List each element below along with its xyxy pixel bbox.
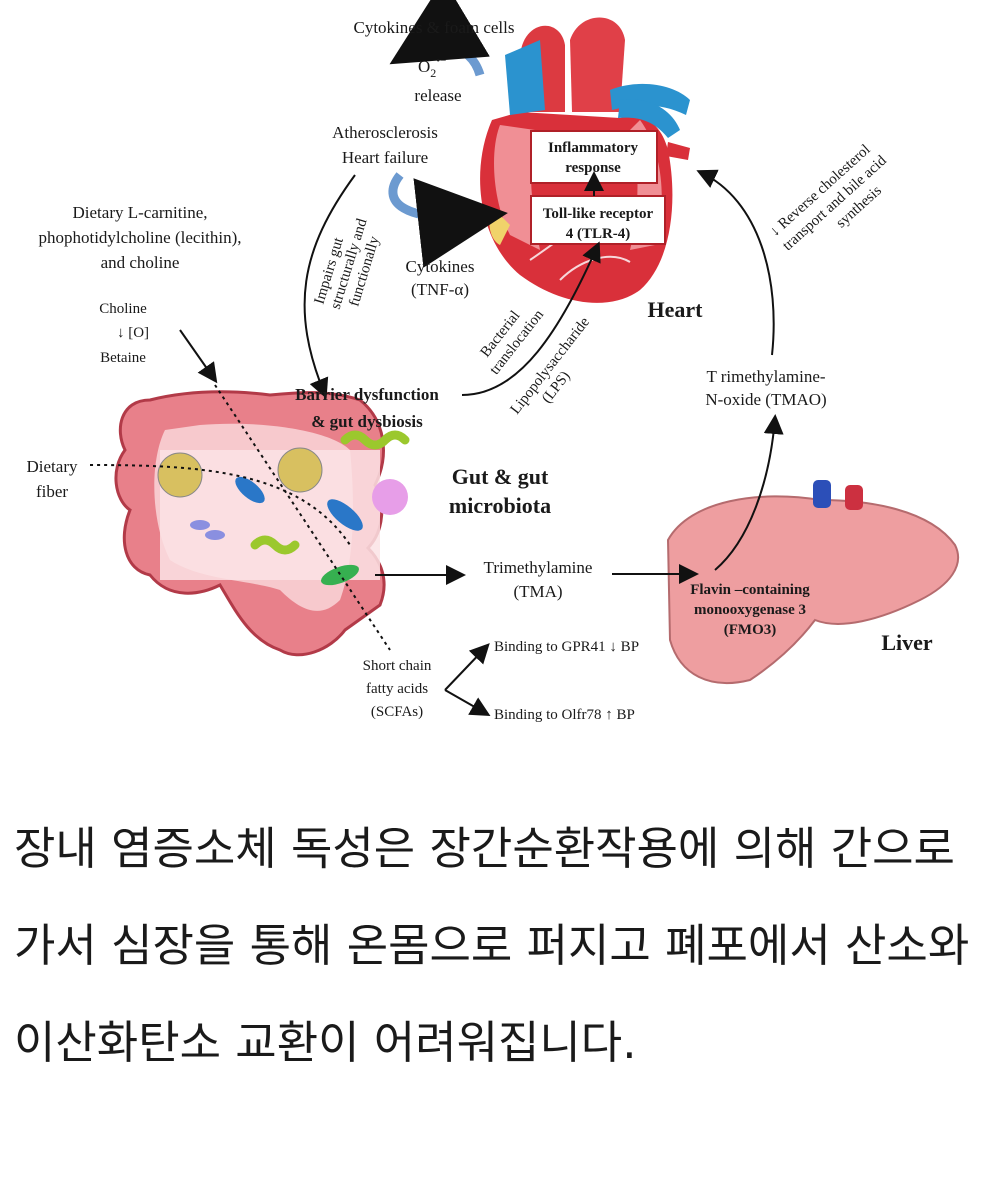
label-atherosclerosis: Atherosclerosis bbox=[332, 123, 438, 142]
label-tma: Trimethylamine bbox=[484, 558, 593, 577]
gut-heart-liver-diagram: Cytokines & foam cells O2•− release Athe… bbox=[27, 0, 960, 723]
label-dietary-lecithin: phophotidylcholine (lecithin), bbox=[38, 228, 241, 247]
label-choline: Choline bbox=[99, 301, 147, 317]
label-tmao-2: N-oxide (TMAO) bbox=[705, 390, 826, 409]
label-barrier-dysfunction: Barrier dysfunction bbox=[295, 385, 439, 404]
label-inflammatory-response-2: response bbox=[565, 160, 621, 176]
label-bacterial-translocation: Bacterial translocation bbox=[478, 307, 548, 378]
caption-text: 장내 염증소체 독성은 장간순환작용에 의해 간으로 가서 심장을 통해 온몸으… bbox=[14, 822, 970, 1069]
label-reverse-cholesterol: ↓ Reverse cholesterol transport and bile… bbox=[767, 142, 890, 254]
label-gpr41: Binding to GPR41 ↓ BP bbox=[494, 639, 639, 655]
label-gut-dysbiosis: & gut dysbiosis bbox=[311, 412, 423, 431]
label-tlr4-2: 4 (TLR-4) bbox=[566, 226, 631, 242]
label-dietary-carnitine: Dietary L-carnitine, bbox=[73, 203, 208, 222]
label-tma-2: (TMA) bbox=[513, 582, 562, 601]
label-fmo3: Flavin –containing bbox=[690, 582, 810, 598]
label-dietary-choline: and choline bbox=[101, 253, 180, 272]
label-dietary-fiber-2: fiber bbox=[36, 482, 68, 501]
label-olfr78: Binding to Olfr78 ↑ BP bbox=[494, 707, 635, 723]
gut-illustration bbox=[114, 390, 410, 657]
label-scfa-3: (SCFAs) bbox=[371, 704, 423, 720]
liver-illustration bbox=[666, 480, 960, 685]
label-heart-failure: Heart failure bbox=[342, 148, 428, 167]
label-scfa-2: fatty acids bbox=[366, 681, 428, 697]
organ-label-liver: Liver bbox=[881, 630, 933, 655]
label-fmo3-2: monooxygenase 3 bbox=[694, 602, 806, 618]
label-fmo3-3: (FMO3) bbox=[724, 622, 776, 638]
label-release: release bbox=[414, 86, 461, 105]
label-dietary-fiber: Dietary bbox=[27, 457, 78, 476]
label-cytokines-tnf: Cytokines bbox=[406, 257, 475, 276]
label-tlr4: Toll-like receptor bbox=[543, 206, 654, 222]
label-tnf-alpha: (TNF-α) bbox=[411, 280, 469, 299]
label-oxidation: ↓ [O] bbox=[117, 325, 149, 341]
organ-label-heart: Heart bbox=[648, 297, 704, 322]
label-tmao: T rimethylamine- bbox=[706, 367, 825, 386]
label-betaine: Betaine bbox=[100, 350, 146, 366]
label-superoxide: O2•− bbox=[418, 55, 446, 80]
label-scfa: Short chain bbox=[363, 658, 432, 674]
label-inflammatory-response: Inflammatory bbox=[548, 140, 638, 156]
heart-illustration bbox=[480, 17, 690, 303]
organ-label-gut: Gut & gut bbox=[452, 464, 549, 489]
diagram-arrows bbox=[89, 0, 784, 716]
label-cytokines-foam-cells: Cytokines & foam cells bbox=[353, 18, 514, 37]
organ-label-gut-2: microbiota bbox=[449, 493, 551, 518]
diagram-labels: Cytokines & foam cells O2•− release Athe… bbox=[27, 18, 933, 723]
